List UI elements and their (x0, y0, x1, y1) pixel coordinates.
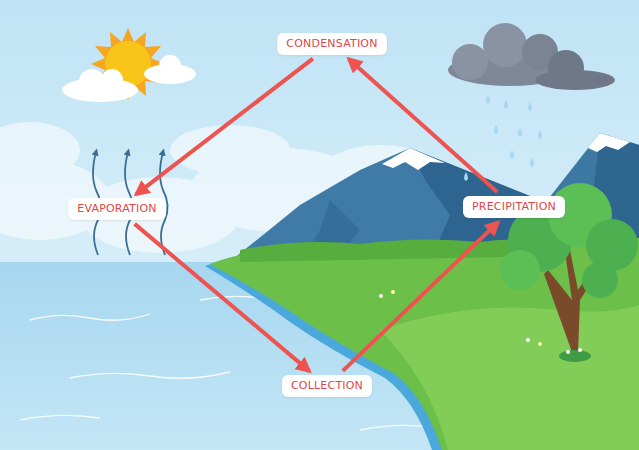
raindrops (464, 95, 542, 181)
stage-label-box: COLLECTION (282, 375, 372, 397)
stage-label-box: EVAPORATION (68, 198, 166, 220)
stage-label: EVAPORATION (77, 202, 157, 216)
stage-label: PRECIPITATION (472, 200, 556, 214)
stage-label: CONDENSATION (286, 37, 377, 51)
cycle-arrow (349, 59, 497, 192)
rain-clouds (448, 23, 615, 90)
cycle-arrow (136, 59, 313, 195)
cycle-arrow (343, 222, 498, 371)
flowers (379, 290, 542, 346)
stage-label: COLLECTION (291, 379, 363, 393)
stage-label-box: CONDENSATION (277, 33, 386, 55)
cycle-arrow (135, 224, 310, 371)
stage-label-box: PRECIPITATION (463, 196, 565, 218)
land (205, 238, 639, 450)
white-clouds (62, 55, 196, 102)
